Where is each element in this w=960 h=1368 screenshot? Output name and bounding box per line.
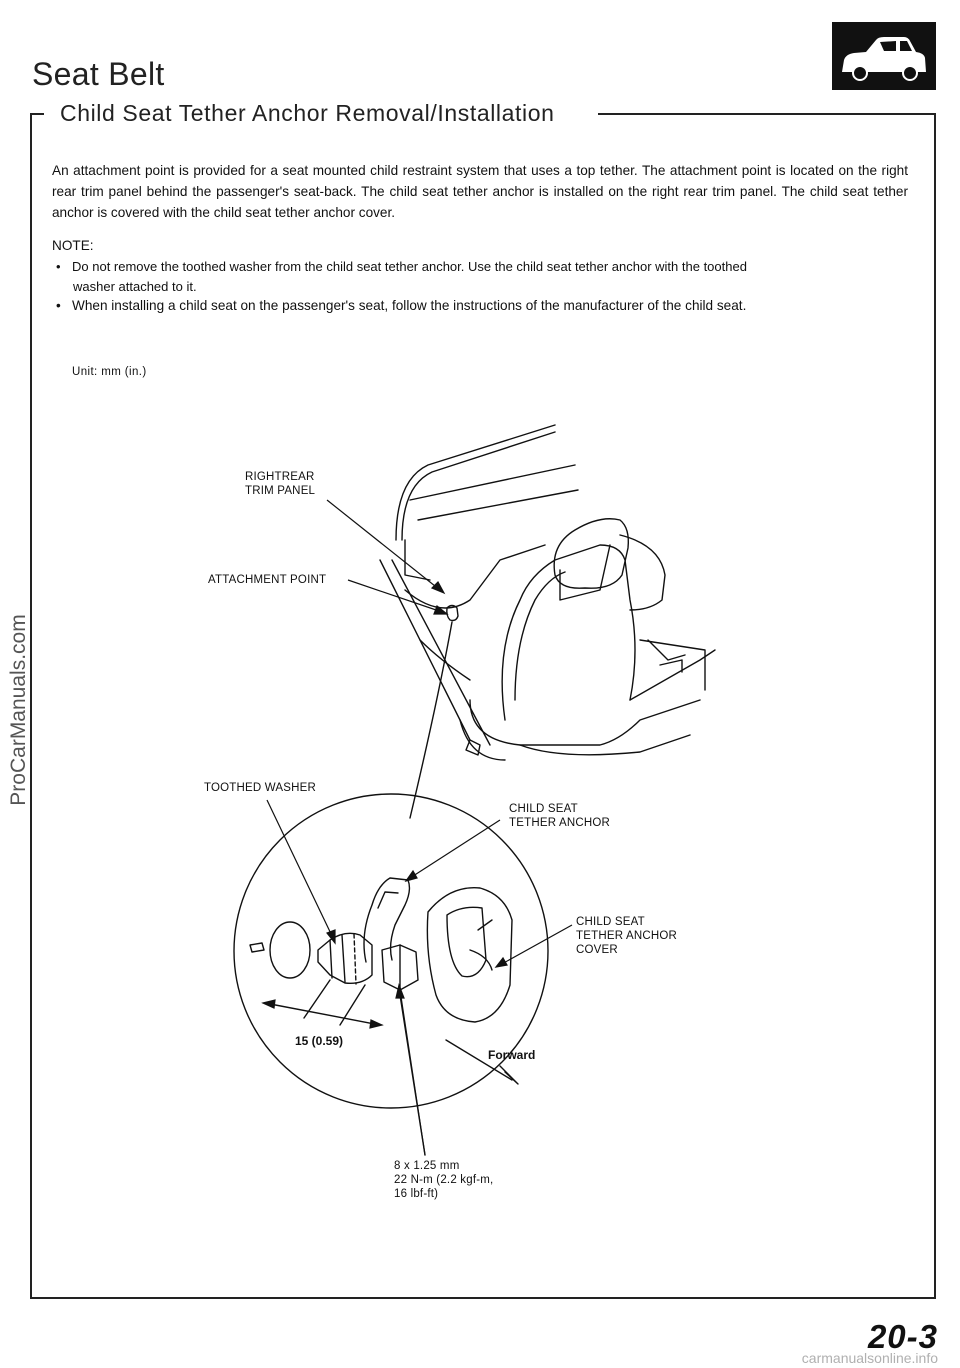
page-number: 20-3 (867, 1318, 938, 1355)
intro-paragraph: An attachment point is provided for a se… (52, 163, 908, 220)
note-text-cont: washer attached to it. (73, 279, 197, 294)
label-forward: Forward (488, 1048, 536, 1062)
section-title: Seat Belt (32, 56, 165, 92)
note-text: When installing a child seat on the pass… (72, 298, 747, 313)
note-item: • Do not remove the toothed washer from t… (56, 257, 896, 297)
footer-site: carmanualsonline.info (801, 1350, 938, 1366)
label-right-rear-trim-panel: RIGHTREAR TRIM PANEL (245, 471, 316, 497)
bullet: • (56, 259, 61, 274)
frame-top-left (30, 113, 44, 115)
note-heading: NOTE: (52, 238, 94, 253)
watermark-text: ProCarManuals.com (7, 614, 30, 806)
label-toothed-washer: TOOTHED WASHER (204, 782, 317, 794)
frame-top-right (598, 113, 936, 115)
label-dimension: 15 (0.59) (295, 1034, 344, 1048)
note-text: Do not remove the toothed washer from th… (72, 259, 747, 274)
label-tether-anchor: CHILD SEAT TETHER ANCHOR (509, 803, 610, 829)
label-attachment-point: ATTACHMENT POINT (208, 574, 327, 586)
unit-label: Unit: mm (in.) (72, 366, 147, 378)
label-anchor-cover: CHILD SEAT TETHER ANCHOR COVER (576, 916, 677, 956)
side-watermark: ProCarManuals.com (4, 560, 34, 860)
label-bolt-spec: 8 x 1.25 mm 22 N-m (2.2 kgf-m, 16 lbf-ft… (394, 1160, 494, 1200)
procedure-title: Child Seat Tether Anchor Removal/Install… (60, 100, 555, 126)
content-frame (30, 114, 936, 1299)
note-item: • When installing a child seat on the pas… (56, 296, 916, 316)
car-body-icon (832, 22, 936, 90)
bullet: • (56, 298, 61, 313)
